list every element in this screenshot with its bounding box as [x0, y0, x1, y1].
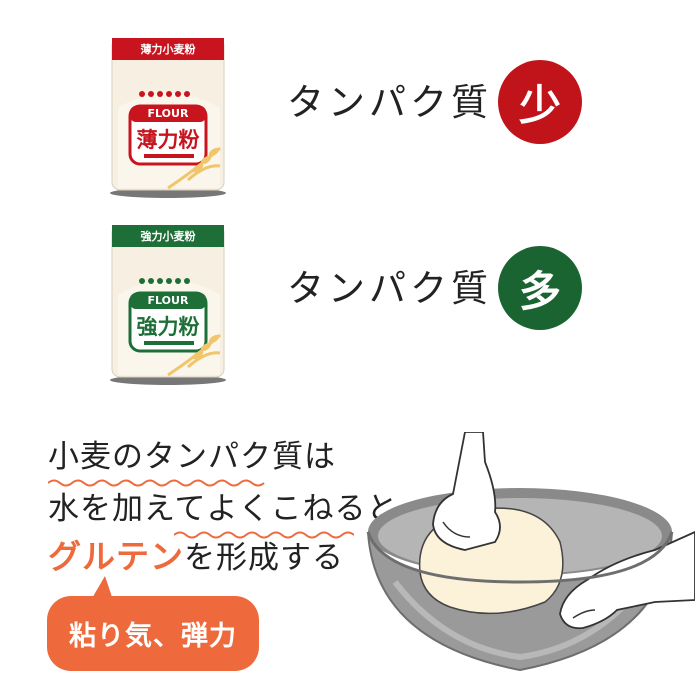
kneading-bowl-illustration: [366, 432, 695, 672]
explanation-line-1: 小麦のタンパク質は: [48, 439, 336, 475]
bag-top-label: 強力小麦粉: [140, 230, 196, 243]
flour-bag-weak: 薄力小麦粉 FLOUR 薄力粉: [108, 37, 228, 198]
stickiness-bubble: 粘り気、弾力: [47, 596, 259, 671]
flour-bag-strong-graphic: [110, 224, 226, 385]
underline-wave-1: [48, 479, 265, 487]
protein-label-high: タンパク質: [287, 267, 492, 310]
bag-top-label: 薄力小麦粉: [140, 43, 196, 56]
badge-high: 多: [498, 246, 582, 330]
explanation-line-2: 水を加えてよくこねると、: [48, 491, 430, 527]
explanation-line-3: グルテンを形成する: [48, 540, 344, 574]
bag-name: 強力粉: [136, 315, 200, 339]
bag-brand: FLOUR: [147, 107, 189, 120]
underline-wave-2: [174, 531, 354, 539]
explanation-line-3-rest: を形成する: [184, 540, 344, 576]
bubble-tail: [91, 576, 113, 600]
bag-brand: FLOUR: [147, 294, 189, 307]
gluten-highlight: グルテン: [48, 537, 184, 576]
flour-bag-strong: 強力小麦粉 FLOUR 強力粉: [108, 224, 228, 385]
protein-label-low: タンパク質: [287, 81, 492, 124]
bag-name: 薄力粉: [136, 128, 200, 152]
flour-bag-weak-graphic: [110, 37, 226, 198]
badge-low: 少: [498, 60, 582, 144]
